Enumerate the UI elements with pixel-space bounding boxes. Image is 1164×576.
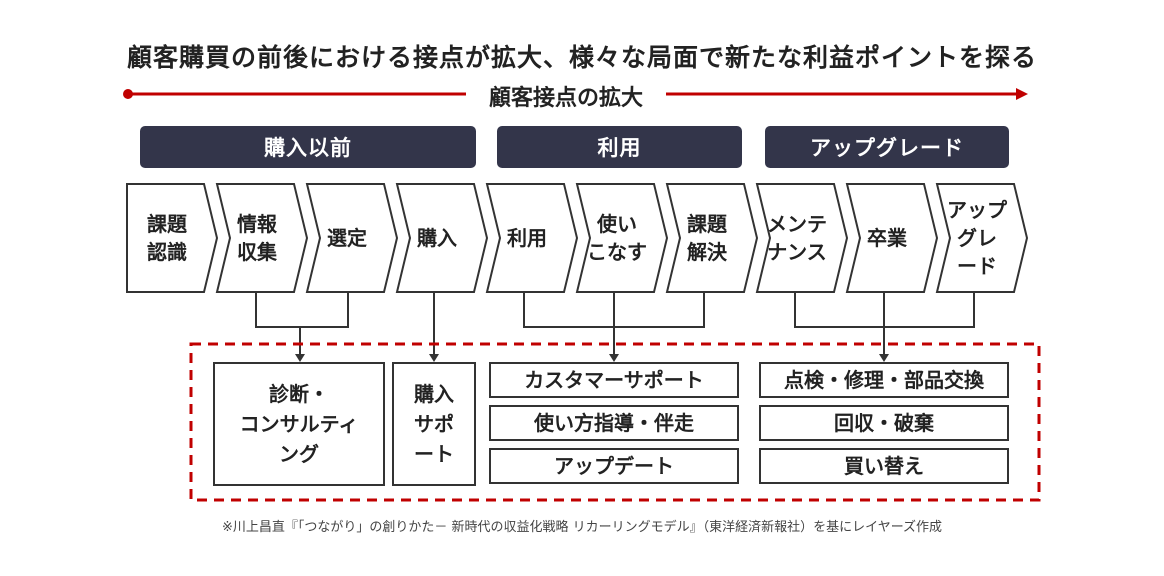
service-purchase-support: 購入 サポ ート [392,362,476,486]
axis-label: 顧客接点の拡大 [466,80,666,112]
chevron-3 [395,183,489,293]
chevron-2 [305,183,399,293]
chevron-6 [665,183,759,293]
step-selection: 選定 [327,226,367,250]
chevron-0 [126,183,219,293]
phase-pre-purchase: 購入以前 [140,126,476,168]
chevron-1 [215,183,309,293]
step-master-usage: 使い こなす [587,212,647,264]
step-maintenance: メンテ ナンス [767,212,827,264]
service-collection-disposal: 回収・破棄 [759,405,1009,441]
step-problem-recognition: 課題 認識 [147,212,187,264]
chevron-7 [755,183,849,293]
diagram-title: 顧客購買の前後における接点が拡大、様々な局面で新たな利益ポイントを探る [126,43,1037,72]
source-footnote: ※川上昌直『「つながり」の創りかた－ 新時代の収益化戦略 リカーリングモデル』（… [221,520,943,535]
service-inspection-repair: 点検・修理・部品交換 [759,362,1009,398]
step-use: 利用 [507,226,547,250]
step-upgrade: アップ グレ ード [947,198,1007,278]
chevron-8 [845,183,939,293]
service-replacement: 買い替え [759,448,1009,484]
services-dashed-frame [189,342,1041,502]
axis-arrowhead [1016,88,1028,100]
chevron-9 [935,183,1029,293]
step-information-gathering: 情報 収集 [237,212,277,264]
step-problem-solving: 課題 解決 [687,212,727,264]
phase-usage: 利用 [497,126,742,168]
chevron-4 [485,183,579,293]
service-consulting: 診断・ コンサルティ ング [213,362,385,486]
phase-upgrade: アップグレード [765,126,1009,168]
step-graduation: 卒業 [867,226,907,250]
service-update: アップデート [489,448,739,484]
service-usage-coaching: 使い方指導・伴走 [489,405,739,441]
step-purchase: 購入 [417,226,457,250]
connector-lines [255,292,975,362]
service-customer-support: カスタマーサポート [489,362,739,398]
chevron-steps [126,183,1029,293]
chevron-5 [575,183,669,293]
